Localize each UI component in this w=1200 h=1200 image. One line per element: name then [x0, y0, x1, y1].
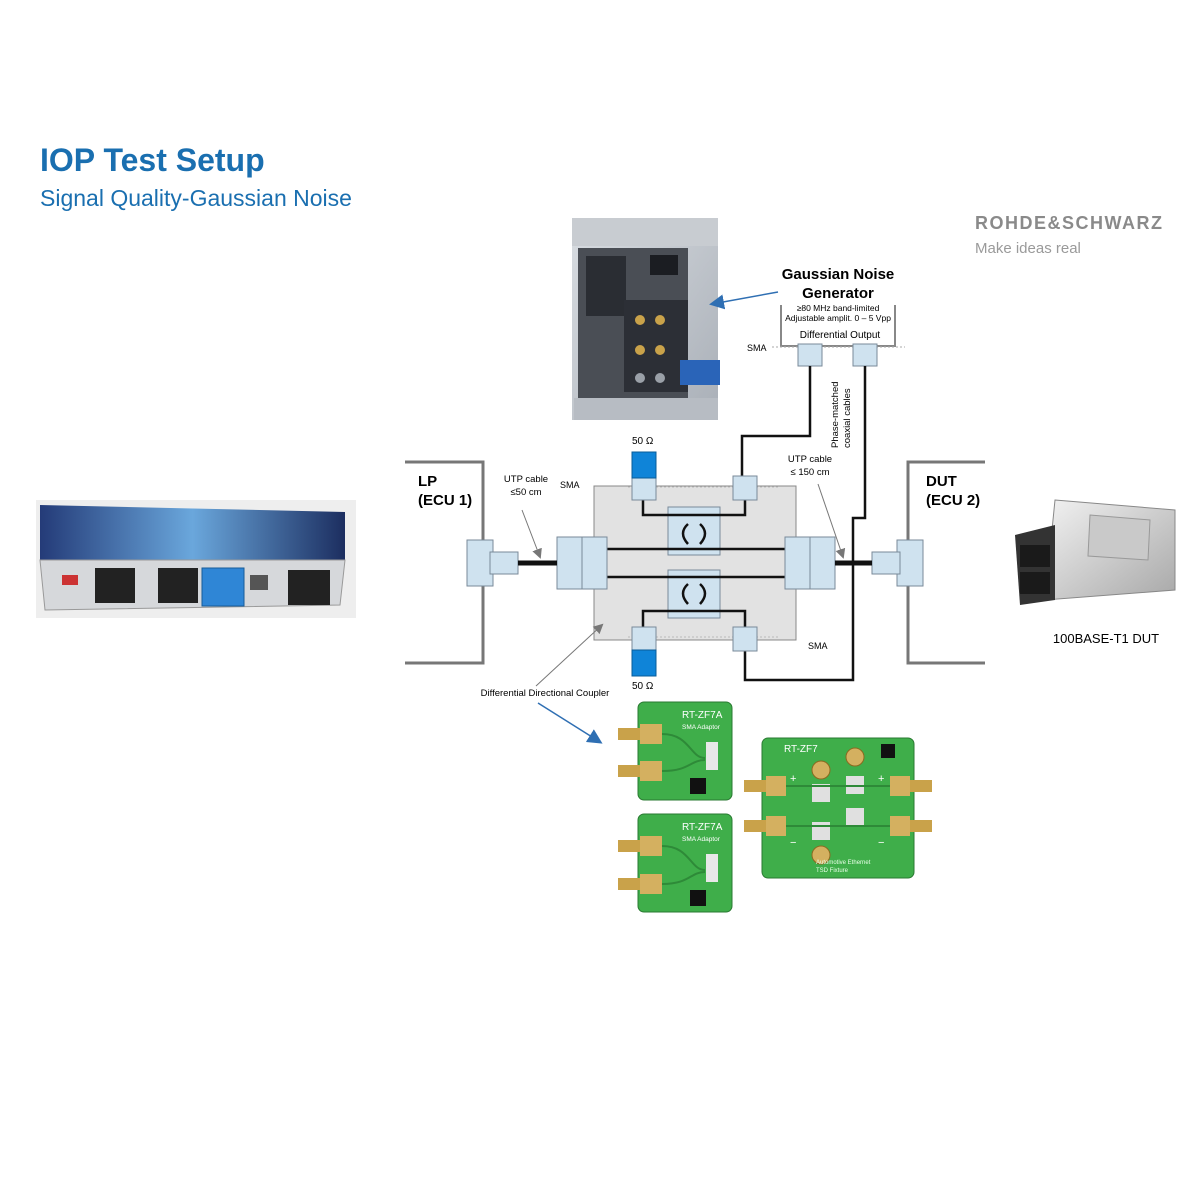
lp-label-1: LP: [418, 473, 437, 490]
fixture-name: RT-ZF7: [784, 744, 818, 755]
generator-title-2: Generator: [802, 285, 874, 302]
adaptor-bottom-name: RT-ZF7A: [682, 822, 723, 833]
termination-label-top: 50 Ω: [632, 436, 654, 447]
lp-device-photo: [36, 500, 356, 618]
coupler-traces: [580, 496, 808, 630]
adaptor-top-subtitle: SMA Adaptor: [682, 724, 721, 731]
coupler-label: Differential Directional Coupler: [481, 688, 610, 699]
coupler-sma-bottom-right: [732, 626, 758, 652]
termination-bottom: [631, 649, 657, 677]
phase-label-2: coaxial cables: [842, 388, 853, 448]
brand-logo: ROHDE&SCHWARZ: [975, 213, 1164, 233]
generator-spec-2: Adjustable amplit. 0 – 5 Vpp: [785, 313, 891, 323]
fixture-minus-left: −: [790, 837, 796, 849]
tsd-fixture-board: RT-ZF7 + + − − Automotive Ethernet TSD F…: [744, 737, 932, 879]
fixture-plus-right: +: [878, 773, 884, 785]
generator-title-1: Gaussian Noise: [782, 266, 895, 283]
generator-box: [780, 305, 896, 347]
sma-label-coupler-top: SMA: [560, 480, 580, 490]
generator-sma-connector-pos: [797, 343, 823, 367]
sma-label-generator: SMA: [747, 343, 767, 353]
adaptor-bottom-subtitle: SMA Adaptor: [682, 836, 721, 843]
coupler-sma-bottom-left: [631, 626, 657, 652]
lp-connector: [466, 539, 494, 587]
lp-label-2: (ECU 1): [418, 492, 472, 509]
sma-adaptor-board-top: RT-ZF7A SMA Adaptor: [618, 701, 733, 801]
coupler-sma-top-left: [631, 475, 657, 501]
fixture-plus-left: +: [790, 773, 796, 785]
dut-label-2: (ECU 2): [926, 492, 980, 509]
generator-sma-connector-neg: [852, 343, 878, 367]
arrow-to-fixtures: [537, 702, 603, 744]
coupler-sma-top-right: [732, 475, 758, 501]
dut-label-1: DUT: [926, 473, 957, 490]
arrow-to-instrument: [709, 291, 779, 310]
dut-caption: 100BASE-T1 DUT: [1053, 631, 1159, 646]
page-title: IOP Test Setup: [40, 142, 265, 178]
termination-label-bottom: 50 Ω: [632, 681, 654, 692]
dut-connector: [896, 539, 924, 587]
adaptor-top-name: RT-ZF7A: [682, 710, 723, 721]
oscilloscope-photo: [572, 218, 720, 420]
phase-label-1: Phase-matched: [830, 381, 841, 448]
utp-left-label-1: UTP cable: [504, 474, 548, 485]
fixture-text-2: TSD Fixture: [816, 868, 849, 874]
ecu-photo: [1015, 499, 1176, 605]
utp-left-label-2: ≤50 cm: [510, 487, 541, 498]
brand-slogan: Make ideas real: [975, 240, 1081, 257]
utp-right-label-1: UTP cable: [788, 454, 832, 465]
sma-label-coupler-bottom: SMA: [808, 641, 828, 651]
utp-right-label-2: ≤ 150 cm: [790, 467, 829, 478]
termination-top: [631, 451, 657, 479]
sma-adaptor-board-bottom: RT-ZF7A SMA Adaptor: [618, 813, 733, 913]
generator-spec-1: ≥80 MHz band-limited: [797, 303, 880, 313]
page-subtitle: Signal Quality-Gaussian Noise: [40, 185, 352, 211]
coupling-arrows: [681, 523, 707, 605]
fixture-minus-right: −: [878, 837, 884, 849]
fixture-text-1: Automotive Ethernet: [816, 860, 871, 866]
coax-cables: [740, 366, 867, 682]
generator-output-label: Differential Output: [800, 330, 881, 341]
